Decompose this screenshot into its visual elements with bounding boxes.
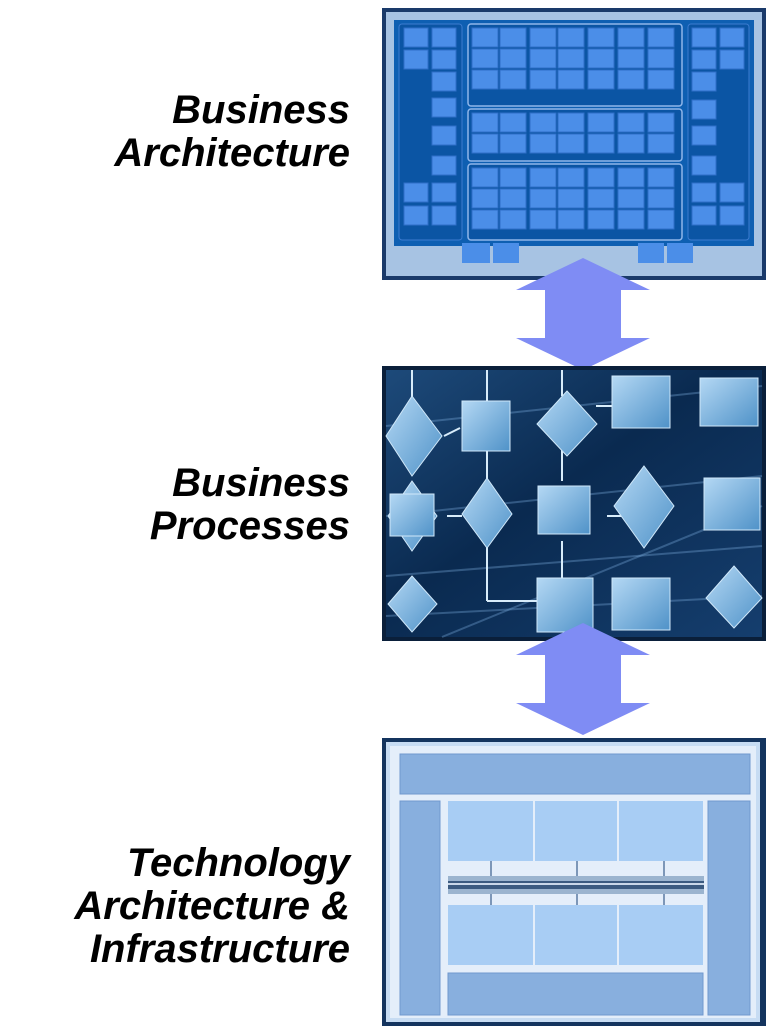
grid-tile	[529, 112, 557, 133]
grid-tile	[691, 99, 717, 120]
grid-tile	[557, 48, 585, 69]
grid-tile	[617, 167, 645, 188]
grid-tile	[617, 69, 645, 90]
grid-tile	[471, 27, 499, 48]
grid-tile	[529, 133, 557, 154]
grid-tile	[647, 27, 675, 48]
grid-tile	[691, 155, 717, 176]
grid-tile	[617, 133, 645, 154]
grid-tile	[647, 48, 675, 69]
grid-tile	[647, 167, 675, 188]
grid-tile	[499, 112, 527, 133]
grid-tile	[587, 188, 615, 209]
grid-tile	[499, 167, 527, 188]
grid-tile	[431, 205, 457, 226]
grid-tile	[647, 112, 675, 133]
bidirectional-arrow	[516, 623, 650, 735]
grid-tile	[431, 155, 457, 176]
grid-tile	[529, 48, 557, 69]
bidirectional-arrow	[516, 258, 650, 370]
business-architecture-panel	[382, 8, 766, 280]
label-business-architecture: Business Architecture	[114, 89, 350, 175]
grid-tile	[557, 188, 585, 209]
grid-tile	[529, 188, 557, 209]
grid-tile	[691, 182, 717, 203]
label-line: Technology	[127, 841, 350, 885]
grid-tile	[557, 27, 585, 48]
label-business-processes: Business Processes	[150, 462, 350, 548]
grid-tile	[431, 182, 457, 203]
grid-tile	[499, 48, 527, 69]
grid-tile	[471, 112, 499, 133]
technology-architecture-panel	[382, 738, 766, 1026]
grid-tile	[529, 69, 557, 90]
grid-tile	[587, 69, 615, 90]
label-line: Business	[172, 88, 350, 132]
business-processes-panel	[382, 366, 766, 641]
grid-tile	[587, 209, 615, 230]
grid-tile	[647, 188, 675, 209]
grid-tile	[403, 205, 429, 226]
label-line: Processes	[149, 504, 350, 548]
grid-tile	[617, 112, 645, 133]
grid-tile	[431, 49, 457, 70]
grid-tile	[719, 182, 745, 203]
grid-tile	[587, 27, 615, 48]
label-line: Architecture &	[74, 884, 350, 928]
grid-tile	[403, 49, 429, 70]
grid-tile	[499, 27, 527, 48]
grid-tile	[499, 69, 527, 90]
grid-tile	[499, 188, 527, 209]
grid-tile	[529, 27, 557, 48]
grid-tile	[403, 182, 429, 203]
grid-tile	[471, 133, 499, 154]
grid-tile	[617, 188, 645, 209]
grid-tile	[557, 133, 585, 154]
grid-tile	[587, 133, 615, 154]
grid-tile	[719, 49, 745, 70]
grid-tile	[587, 48, 615, 69]
grid-tile	[431, 125, 457, 146]
grid-tile	[471, 69, 499, 90]
grid-tile	[557, 112, 585, 133]
grid-tile	[431, 71, 457, 92]
grid-tile	[529, 209, 557, 230]
grid-tile	[587, 112, 615, 133]
label-line: Architecture	[114, 131, 350, 175]
grid-tile	[587, 167, 615, 188]
label-line: Business	[172, 461, 350, 505]
grid-tile	[647, 69, 675, 90]
label-line: Infrastructure	[89, 927, 350, 971]
label-technology-architecture: Technology Architecture & Infrastructure	[74, 842, 350, 971]
grid-tile	[403, 27, 429, 48]
grid-tile	[691, 205, 717, 226]
grid-tile	[471, 209, 499, 230]
grid-tile	[471, 167, 499, 188]
grid-tile	[499, 133, 527, 154]
grid-tile	[617, 209, 645, 230]
grid-tile	[719, 205, 745, 226]
grid-tile	[529, 167, 557, 188]
grid-tile	[719, 27, 745, 48]
grid-tile	[557, 167, 585, 188]
grid-tile	[617, 48, 645, 69]
grid-tile	[499, 209, 527, 230]
grid-tile	[431, 27, 457, 48]
grid-tile	[647, 209, 675, 230]
grid-tile	[647, 133, 675, 154]
grid-tile	[471, 188, 499, 209]
grid-tile	[691, 125, 717, 146]
grid-tile	[691, 27, 717, 48]
grid-tile	[471, 48, 499, 69]
grid-tile	[557, 69, 585, 90]
grid-tile	[617, 27, 645, 48]
grid-tile	[557, 209, 585, 230]
grid-tile	[691, 49, 717, 70]
grid-tile	[431, 97, 457, 118]
grid-tile	[691, 71, 717, 92]
